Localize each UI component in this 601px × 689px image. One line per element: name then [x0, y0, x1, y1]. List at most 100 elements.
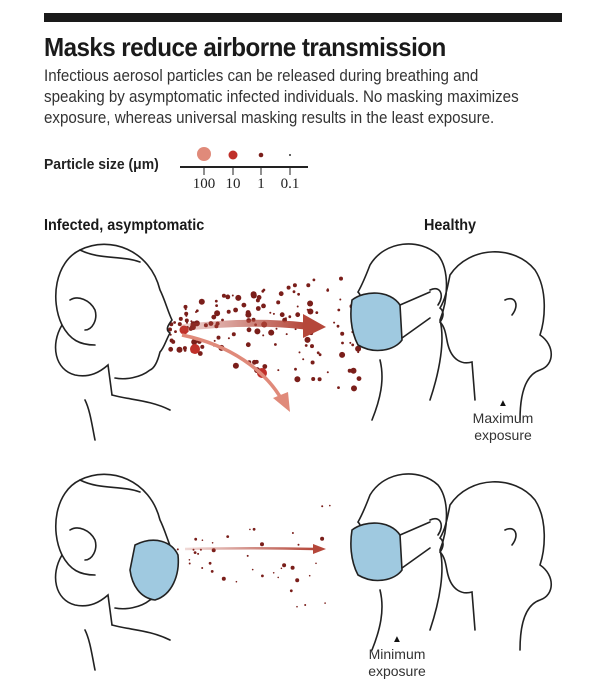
particle-large [190, 344, 200, 354]
particle [215, 304, 219, 307]
healthy-person-1-outline [355, 473, 448, 651]
particle [214, 299, 218, 303]
triangle-up-icon: ▲ [498, 398, 508, 409]
particle [350, 367, 357, 374]
particle [349, 341, 352, 344]
particle [216, 335, 221, 340]
particle [260, 542, 264, 547]
particle [351, 343, 355, 347]
tick-1: 1 [257, 176, 265, 192]
particle [214, 310, 221, 317]
page-title: Masks reduce airborne transmission [44, 32, 446, 62]
tick-0.1: 0.1 [280, 176, 300, 192]
particle [245, 311, 252, 318]
particle [191, 339, 198, 345]
particle [274, 343, 277, 346]
particle [318, 353, 322, 357]
particle [261, 289, 265, 293]
airflow-arrow-main [179, 319, 306, 332]
top-rule [44, 13, 562, 22]
particle [269, 311, 272, 314]
particle [306, 308, 309, 311]
particle [304, 344, 308, 347]
healthy-person-2-outline [438, 251, 553, 421]
particle [284, 317, 287, 320]
particle [311, 377, 316, 381]
particle [256, 360, 259, 363]
particle [255, 306, 261, 311]
particle [176, 548, 179, 551]
particle [308, 574, 311, 577]
hair-outline [61, 249, 141, 346]
particle [326, 289, 330, 292]
particle [304, 604, 307, 606]
particle [310, 344, 314, 349]
particle [351, 385, 357, 392]
minimum-exposure-label: ▲ Minimum exposure [352, 634, 442, 680]
particle [186, 321, 188, 324]
particle [272, 312, 275, 315]
particle [315, 562, 317, 565]
shoulder-outline [84, 624, 171, 671]
particle [246, 554, 249, 557]
particle [277, 369, 280, 372]
particle [254, 328, 261, 335]
particle [315, 311, 319, 314]
particle [182, 346, 187, 351]
airflow-arrow-masked [184, 547, 316, 551]
particle [252, 359, 257, 365]
particle [321, 505, 324, 508]
particle [211, 542, 214, 544]
particle [297, 543, 300, 546]
particle [197, 552, 200, 555]
particle [339, 298, 342, 301]
particle [268, 329, 275, 336]
particle [277, 576, 280, 579]
legend-scale [180, 147, 308, 175]
particle [307, 300, 314, 307]
particle [289, 589, 293, 593]
particle [292, 290, 296, 294]
particle [306, 283, 311, 288]
description: Infectious aerosol particles can be rele… [44, 67, 519, 127]
particle [320, 536, 325, 541]
particle [184, 311, 189, 316]
particle [295, 578, 300, 583]
particle [212, 316, 215, 319]
particle [213, 339, 216, 342]
particle [188, 559, 191, 561]
particle [221, 293, 226, 298]
particle [176, 346, 183, 353]
healthy-people [350, 473, 553, 651]
particle [245, 342, 251, 348]
particle [272, 572, 275, 574]
particle [312, 278, 316, 282]
particle [333, 321, 336, 324]
particle [198, 298, 205, 305]
particle [262, 334, 265, 337]
particle [227, 337, 230, 340]
particle [339, 276, 343, 281]
particle [355, 345, 362, 352]
particle [278, 291, 284, 297]
legend-dot-1 [258, 152, 264, 158]
head-outline [54, 243, 173, 396]
tick-100: 100 [192, 176, 216, 192]
particle [193, 551, 197, 554]
particle [201, 567, 204, 569]
particle [329, 504, 331, 507]
triangle-up-icon: ▲ [392, 634, 402, 645]
healthy-person-1-outline [355, 243, 448, 421]
particle [341, 341, 344, 345]
particle [255, 298, 260, 303]
particle [261, 574, 264, 578]
particle [249, 528, 251, 531]
particle [337, 308, 341, 312]
healthy-label: Healthy [424, 217, 477, 234]
legend-dot-0.1 [289, 154, 291, 156]
particle [232, 362, 239, 369]
particle [286, 285, 291, 290]
particle [337, 386, 340, 389]
particle [317, 377, 322, 382]
